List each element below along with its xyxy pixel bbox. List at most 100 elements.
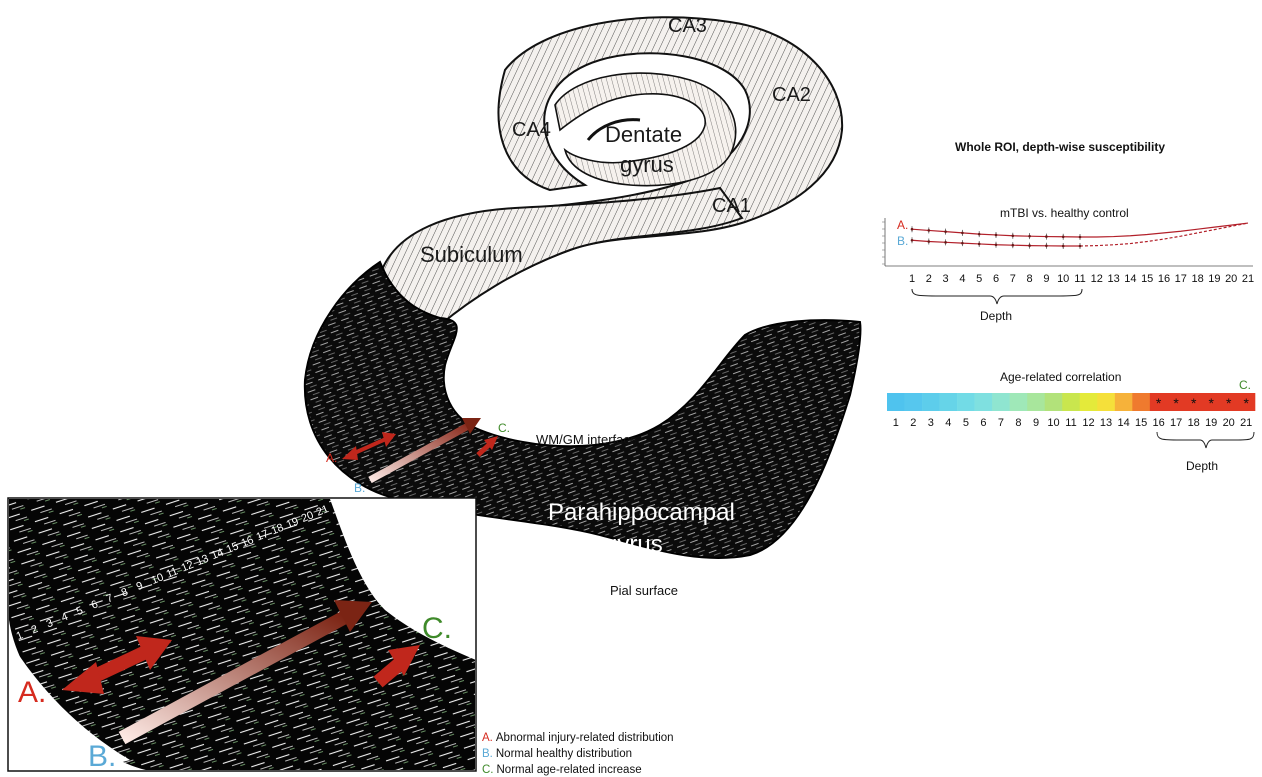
heatmap-cell (922, 393, 940, 411)
line-chart-label-b: B. (897, 234, 908, 248)
line-series-point (995, 243, 998, 246)
legend-letter-c: C. (482, 764, 494, 776)
heatmap-x-tick-label: 11 (1065, 417, 1076, 429)
label-ca3: CA3 (668, 15, 707, 37)
heatmap-x-tick-label: 17 (1170, 417, 1182, 429)
heatmap-cell (887, 393, 905, 411)
legend-letter-a: A. (482, 732, 493, 744)
line-chart-label-a: A. (897, 218, 908, 232)
line-series-point (1045, 245, 1048, 248)
heatmap-significance-asterisk: * (1243, 395, 1249, 411)
line-chart-y-ticks (882, 222, 885, 264)
label-wm-gm-interface: WM/GM interface (536, 432, 637, 447)
right-panel-title: Whole ROI, depth-wise susceptibility (955, 140, 1165, 154)
line-chart-x-tick-label: 17 (1175, 273, 1187, 285)
heatmap-cell (992, 393, 1010, 411)
line-chart-x-tick-label: 3 (943, 273, 949, 285)
heatmap-x-tick-label: 3 (928, 417, 934, 429)
heatmap-x-tick-label: 12 (1082, 417, 1094, 429)
heatmap-chart: Age-related correlation C. ****** 123456… (887, 370, 1255, 473)
heatmap-title: Age-related correlation (1000, 370, 1121, 384)
line-series-point (961, 242, 964, 245)
heatmap-significance-asterisk: * (1208, 395, 1214, 411)
line-series-point (1045, 235, 1048, 238)
line-chart-x-tick-label: 15 (1141, 273, 1153, 285)
heatmap-x-tick-label: 19 (1205, 417, 1217, 429)
svg-text:B.Normal healthy distribution: B.Normal healthy distribution (482, 748, 632, 760)
line-series-point (911, 228, 914, 231)
heatmap-cell (957, 393, 975, 411)
line-chart-x-tick-label: 11 (1074, 273, 1085, 285)
line-chart-subtitle: mTBI vs. healthy control (1000, 206, 1129, 220)
label-ca2: CA2 (772, 84, 811, 106)
line-chart-x-tick-label: 16 (1158, 273, 1170, 285)
line-chart: mTBI vs. healthy control 123456789101112… (882, 206, 1254, 323)
legend-item-c: C.Normal age-related increase (482, 764, 642, 776)
inset-marker-b: B. (88, 740, 116, 773)
inset-marker-c: C. (422, 612, 452, 645)
heatmap-significance-asterisk: * (1226, 395, 1232, 411)
line-series-point (995, 234, 998, 237)
inset-marker-a: A. (18, 676, 46, 709)
heatmap-x-tick-label: 6 (980, 417, 986, 429)
heatmap-x-tick-label: 5 (963, 417, 969, 429)
legend-text-a: Abnormal injury-related distribution (496, 732, 674, 744)
legend: A.Abnormal injury-related distribution B… (482, 732, 674, 776)
line-chart-x-tick-label: 5 (976, 273, 982, 285)
line-chart-x-tick-label: 13 (1107, 273, 1119, 285)
marker-b-main: B. (354, 481, 365, 495)
label-ca4: CA4 (512, 119, 551, 141)
line-series-point (1079, 236, 1082, 239)
heatmap-cell (905, 393, 923, 411)
heatmap-significance-asterisk: * (1173, 395, 1179, 411)
line-chart-x-tick-label: 10 (1057, 273, 1069, 285)
heatmap-cell (1027, 393, 1045, 411)
heatmap-x-tick-label: 18 (1188, 417, 1200, 429)
line-series-point (1062, 245, 1065, 248)
heatmap-cells: * * * * * * (887, 393, 1255, 411)
heatmap-x-ticks: 123456789101112131415161718192021 (893, 417, 1253, 429)
line-chart-x-tick-label: 20 (1225, 273, 1237, 285)
line-series-point (944, 241, 947, 244)
heatmap-cell (1062, 393, 1080, 411)
line-chart-x-tick-label: 18 (1191, 273, 1203, 285)
heatmap-significance-asterisk: * (1156, 395, 1162, 411)
heatmap-cell (1097, 393, 1115, 411)
line-chart-x-tick-label: 19 (1208, 273, 1220, 285)
line-series-a-extension (1080, 223, 1248, 237)
heatmap-cell (975, 393, 993, 411)
line-series-point (928, 240, 931, 243)
heatmap-x-tick-label: 20 (1223, 417, 1235, 429)
heatmap-depth-brace (1157, 432, 1254, 448)
line-chart-x-tick-label: 7 (1010, 273, 1016, 285)
line-chart-x-tick-label: 2 (926, 273, 932, 285)
heatmap-x-tick-label: 15 (1135, 417, 1147, 429)
label-subiculum: Subiculum (420, 242, 523, 267)
heatmap-x-tick-label: 13 (1100, 417, 1112, 429)
heatmap-x-tick-label: 7 (998, 417, 1004, 429)
line-series-point (1028, 244, 1031, 247)
legend-item-b: B.Normal healthy distribution (482, 748, 632, 760)
line-series-point (1079, 245, 1082, 248)
marker-a-main: A. (326, 451, 337, 465)
heatmap-cell (1010, 393, 1028, 411)
line-series-point (944, 230, 947, 233)
heatmap-cell (1132, 393, 1150, 411)
heatmap-x-tick-label: 9 (1033, 417, 1039, 429)
legend-text-c: Normal age-related increase (497, 764, 642, 776)
line-series-point (928, 229, 931, 232)
heatmap-significance-asterisk: * (1191, 395, 1197, 411)
heatmap-cell (1045, 393, 1063, 411)
heatmap-xlabel: Depth (1186, 459, 1218, 473)
legend-text-b: Normal healthy distribution (496, 748, 632, 760)
heatmap-x-tick-label: 14 (1117, 417, 1129, 429)
line-series-point (961, 232, 964, 235)
label-ca1: CA1 (712, 195, 751, 217)
line-series-point (1012, 234, 1015, 237)
heatmap-x-tick-label: 8 (1015, 417, 1021, 429)
line-chart-x-tick-label: 14 (1124, 273, 1136, 285)
heatmap-x-tick-label: 2 (910, 417, 916, 429)
line-chart-depth-brace (912, 289, 1082, 304)
line-chart-xlabel: Depth (980, 309, 1012, 323)
